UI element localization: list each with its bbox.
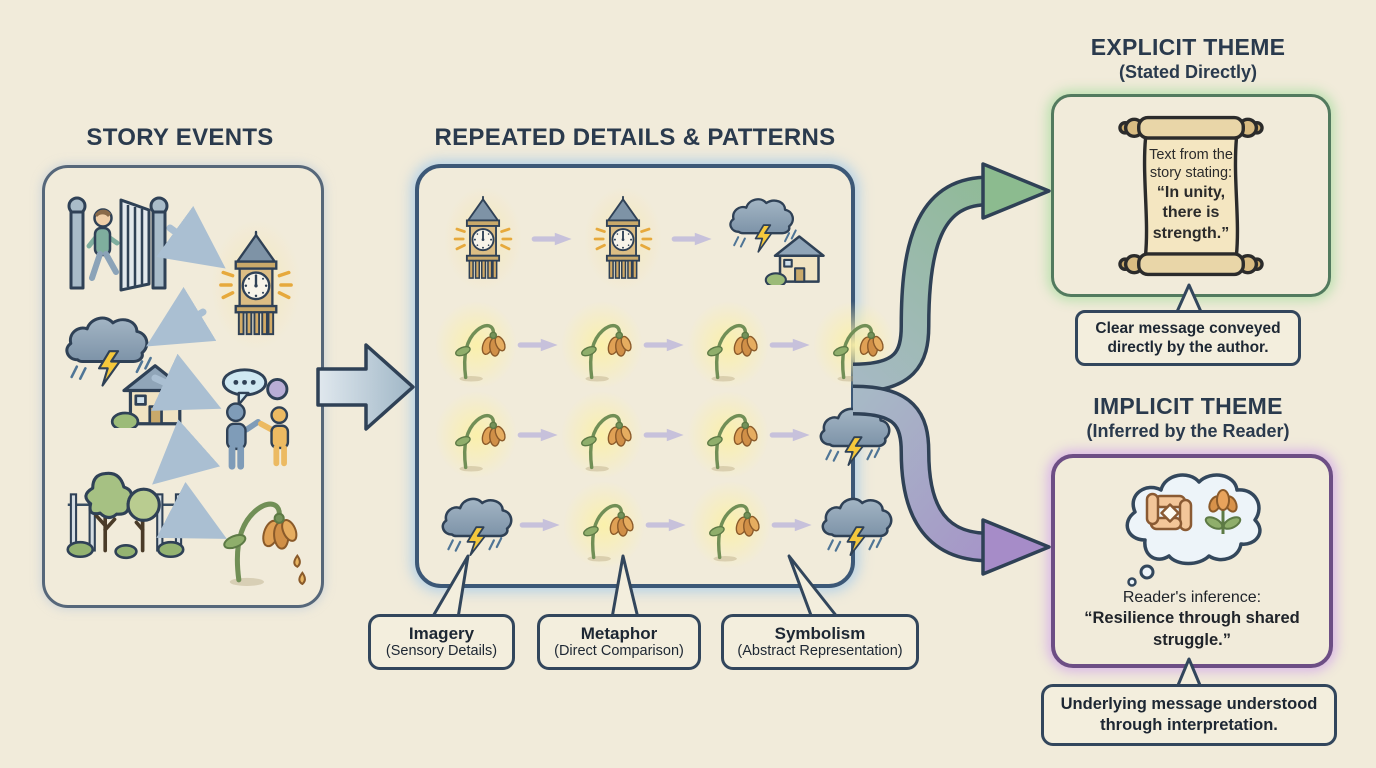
pattern-row-4 bbox=[435, 480, 835, 570]
pattern-arrow-icon bbox=[643, 338, 684, 351]
pattern-row-1 bbox=[435, 178, 835, 300]
pattern-arrow-icon bbox=[519, 518, 560, 532]
wilted-flower-icon bbox=[561, 300, 643, 389]
metaphor-label: Metaphor (Direct Comparison) bbox=[537, 614, 701, 670]
imagery-label: Imagery (Sensory Details) bbox=[368, 614, 515, 670]
story-events-panel bbox=[42, 165, 324, 608]
metaphor-subtitle: (Direct Comparison) bbox=[554, 643, 684, 660]
pattern-row-3 bbox=[435, 390, 835, 480]
scroll-icon: Text from the story stating: “In unity, … bbox=[1116, 104, 1266, 288]
inference-text: Reader's inference: “Resilience through … bbox=[1055, 588, 1329, 651]
clock-tower-icon bbox=[211, 220, 301, 350]
implicit-callout: Underlying message understood through in… bbox=[1041, 684, 1337, 746]
wilted-flower-icon bbox=[687, 390, 769, 479]
patterns-panel bbox=[415, 164, 895, 588]
pattern-row-2 bbox=[435, 300, 895, 390]
symbolism-subtitle: (Abstract Representation) bbox=[737, 643, 903, 660]
explicit-callout: Clear message conveyed directly by the a… bbox=[1075, 310, 1301, 366]
story-events-title: STORY EVENTS bbox=[86, 124, 274, 151]
walker-gate-icon bbox=[63, 180, 177, 304]
clock-tower-icon bbox=[584, 186, 662, 291]
pattern-arrow-icon bbox=[771, 518, 812, 532]
pattern-arrow-icon bbox=[531, 232, 572, 246]
pattern-arrow-icon bbox=[517, 428, 558, 442]
imagery-title: Imagery bbox=[408, 623, 475, 643]
storm-house-icon bbox=[55, 308, 193, 430]
explicit-theme-subtitle: (Stated Directly) bbox=[1118, 62, 1258, 82]
implicit-theme-title: IMPLICIT THEME bbox=[1093, 393, 1283, 419]
clock-tower-icon bbox=[444, 186, 522, 291]
pattern-arrow-icon bbox=[645, 518, 686, 532]
wilted-flower-icon bbox=[813, 300, 895, 389]
implicit-theme-subtitle: (Inferred by the Reader) bbox=[1086, 421, 1290, 441]
scroll-intro: Text from the story stating: bbox=[1149, 146, 1233, 182]
pattern-arrow-icon bbox=[643, 428, 684, 442]
wilted-flower-icon bbox=[203, 476, 315, 594]
wilted-flower-icon bbox=[435, 390, 517, 479]
scroll-text: Text from the story stating: “In unity, … bbox=[1137, 146, 1245, 245]
wilted-flower-icon bbox=[435, 300, 517, 389]
symbolism-title: Symbolism bbox=[774, 623, 866, 643]
wilted-flower-icon bbox=[689, 480, 771, 569]
metaphor-title: Metaphor bbox=[580, 623, 658, 643]
wilted-flower-icon bbox=[563, 480, 645, 569]
wilted-flower-icon bbox=[561, 390, 643, 479]
explicit-theme-title: EXPLICIT THEME bbox=[1090, 34, 1286, 60]
wilted-flower-icon bbox=[687, 300, 769, 389]
storm-cloud-icon bbox=[435, 492, 519, 558]
storm-cloud-icon bbox=[815, 492, 899, 558]
scroll-quote: “In unity, there is strength.” bbox=[1152, 183, 1230, 242]
arrow-left-to-middle bbox=[316, 343, 415, 431]
symbolism-label: Symbolism (Abstract Representation) bbox=[721, 614, 919, 670]
storm-cloud-icon bbox=[813, 402, 897, 468]
imagery-subtitle: (Sensory Details) bbox=[385, 643, 498, 660]
patterns-title: REPEATED DETAILS & PATTERNS bbox=[434, 124, 836, 151]
thought-bubble-icon bbox=[1098, 466, 1286, 588]
pattern-arrow-icon bbox=[517, 338, 558, 351]
storm-house-icon bbox=[724, 193, 826, 285]
inference-intro: Reader's inference: bbox=[1122, 589, 1262, 606]
talking-people-icon bbox=[203, 360, 315, 478]
explicit-theme-box: Text from the story stating: “In unity, … bbox=[1051, 94, 1331, 297]
pattern-arrow-icon bbox=[769, 338, 810, 351]
trees-fence-icon bbox=[61, 456, 191, 566]
inference-quote: “Resilience through shared struggle.” bbox=[1084, 609, 1300, 649]
implicit-theme-box: Reader's inference: “Resilience through … bbox=[1051, 454, 1333, 668]
pattern-arrow-icon bbox=[769, 428, 810, 442]
pattern-arrow-icon bbox=[671, 232, 712, 246]
